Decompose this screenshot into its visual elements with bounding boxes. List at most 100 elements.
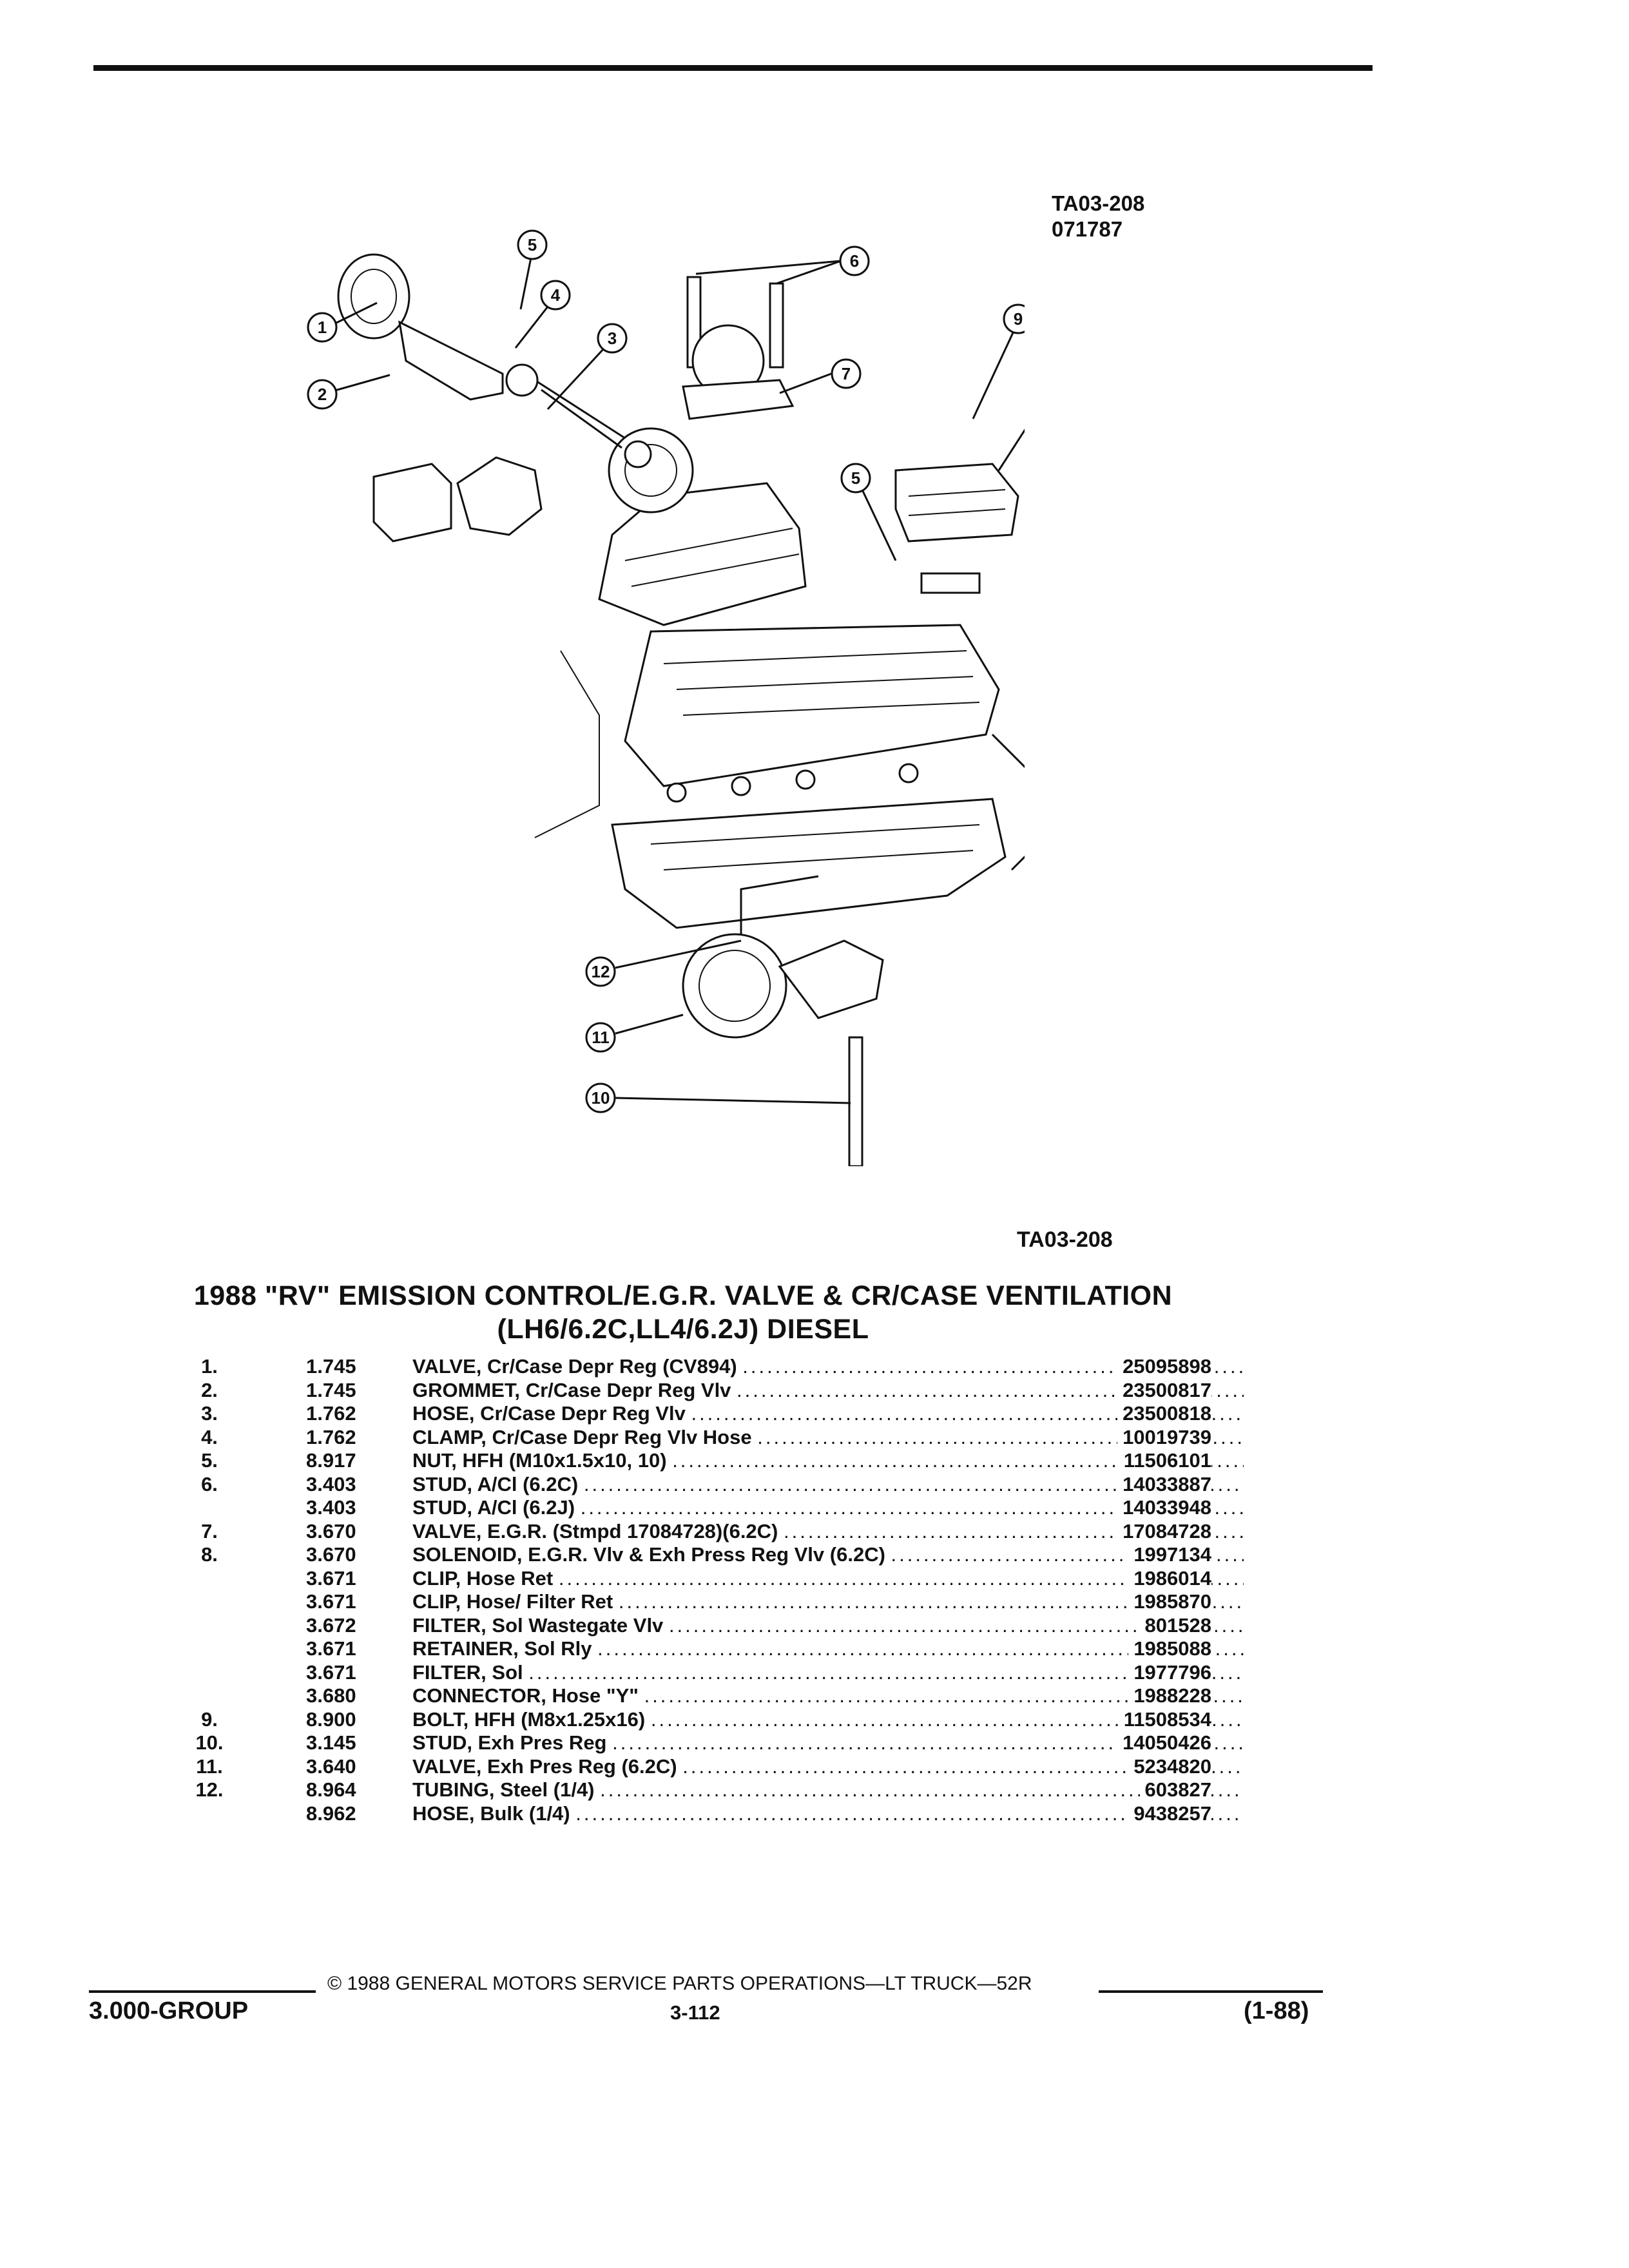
leader-dots: ........................................… [600,1778,1244,1801]
part-number: 25095898 [1117,1355,1211,1378]
item-number: 8. [201,1543,218,1566]
part-name: TUBING, [412,1778,495,1801]
part-detail: HFH (M10x1.5x10, 10) [462,1449,667,1472]
callout-1: 1 [307,312,338,343]
callout-6: 6 [839,245,870,276]
part-name: NUT, [412,1449,457,1472]
crankcase-hose-part [505,363,652,468]
part-number: 1985870 [1128,1590,1211,1613]
item-number: 6. [201,1472,218,1495]
part-detail: Hose/ Filter Ret [466,1590,613,1613]
part-detail: Hose Ret [466,1566,554,1590]
part-number: 5234820 [1128,1754,1211,1778]
svg-text:6: 6 [850,251,859,271]
part-name: STUD, [412,1731,472,1754]
callout-3: 3 [597,323,628,354]
part-number: 9438257 [1128,1802,1211,1825]
group-number: 3.671 [306,1637,356,1660]
part-row: 3.671 CLIP, Hose Ret ....................… [174,1566,1244,1591]
part-description: FILTER, Sol Wastegate Vlv ..............… [412,1614,1244,1637]
part-description: CLIP, Hose/ Filter Ret .................… [412,1590,1244,1613]
title-line-2: (LH6/6.2C,LL4/6.2J) DIESEL [497,1314,869,1345]
group-number: 3.403 [306,1472,356,1495]
figure-id: TA03-208 [1052,191,1145,215]
group-number: 3.671 [306,1566,356,1590]
group-number: 3.680 [306,1684,356,1707]
part-detail: A/Cl (6.2J) [477,1496,575,1519]
part-detail: Steel (1/4) [500,1778,595,1801]
svg-text:9: 9 [1014,309,1023,329]
svg-text:4: 4 [551,285,561,305]
part-description: CLIP, Hose Ret .........................… [412,1567,1244,1590]
exploded-parts-diagram: 1 2 3 4 5 6 7 8 9 5 10 11 12 [307,229,1025,1166]
part-number: 17084728 [1117,1519,1211,1543]
item-number: 7. [201,1519,218,1542]
part-number: 14033948 [1117,1496,1211,1519]
svg-text:1: 1 [318,318,327,337]
part-name: VALVE, [412,1355,482,1378]
svg-text:10: 10 [592,1088,610,1108]
part-row: 3.671 RETAINER, Sol Rly .................… [174,1637,1244,1661]
part-detail: Bulk (1/4) [480,1802,570,1825]
group-number: 3.403 [306,1496,356,1519]
item-number: 3. [201,1402,218,1425]
part-description: TUBING, Steel (1/4) ....................… [412,1778,1244,1802]
part-detail: A/Cl (6.2C) [477,1472,579,1495]
revision-code: (1-88) [1244,1997,1309,2024]
part-name: FILTER, [412,1613,487,1637]
part-description: RETAINER, Sol Rly ......................… [412,1637,1244,1660]
exhaust-pressure-regulator-part [682,875,884,1166]
footer-rule-right [1099,1990,1323,1993]
item-number: 5. [201,1449,218,1472]
callout-2: 2 [307,379,338,410]
part-number: 14050426 [1117,1731,1211,1754]
part-detail: Cr/Case Depr Reg (CV894) [487,1355,737,1378]
group-number: 3.671 [306,1660,356,1684]
part-number: 1997134 [1128,1543,1211,1566]
callout-4: 4 [540,280,571,311]
part-description: SOLENOID, E.G.R. Vlv & Exh Press Reg Vlv… [412,1543,1244,1566]
item-number: 1. [201,1355,218,1378]
part-name: BOLT, [412,1707,469,1731]
item-number: 11. [196,1754,223,1778]
svg-text:7: 7 [842,364,851,383]
footer-rule-left [89,1990,316,1993]
part-number: 14033887 [1117,1472,1211,1496]
group-number: 8.962 [306,1802,356,1825]
item-number: 2. [201,1378,218,1401]
part-number: 23500818 [1117,1402,1211,1425]
part-number: 1988228 [1128,1684,1211,1707]
part-name: CONNECTOR, [412,1684,546,1707]
callout-12: 12 [585,956,616,987]
part-name: STUD, [412,1496,472,1519]
part-name: CLIP, [412,1566,461,1590]
part-detail: Cr/Case Depr Reg Vlv [480,1402,686,1425]
figure-id-bottom: TA03-208 [1017,1227,1113,1252]
svg-text:2: 2 [318,385,327,404]
solenoid-part [894,463,1019,594]
group-number: 3.670 [306,1543,356,1566]
group-number: 3.640 [306,1754,356,1778]
crankcase-valve-part [337,253,504,401]
group-number: 3.145 [306,1731,356,1754]
part-name: GROMMET, [412,1378,521,1401]
item-number: 4. [201,1425,218,1448]
part-detail: Hose "Y" [552,1684,639,1707]
copyright-notice: © 1988 GENERAL MOTORS SERVICE PARTS OPER… [327,1973,1032,1994]
group-label: 3.000-GROUP [89,1997,249,2024]
part-name: SOLENOID, [412,1543,523,1566]
part-name: STUD, [412,1472,472,1495]
group-number: 3.670 [306,1519,356,1542]
title-line-1: 1988 "RV" EMISSION CONTROL/E.G.R. VALVE … [193,1280,1173,1311]
